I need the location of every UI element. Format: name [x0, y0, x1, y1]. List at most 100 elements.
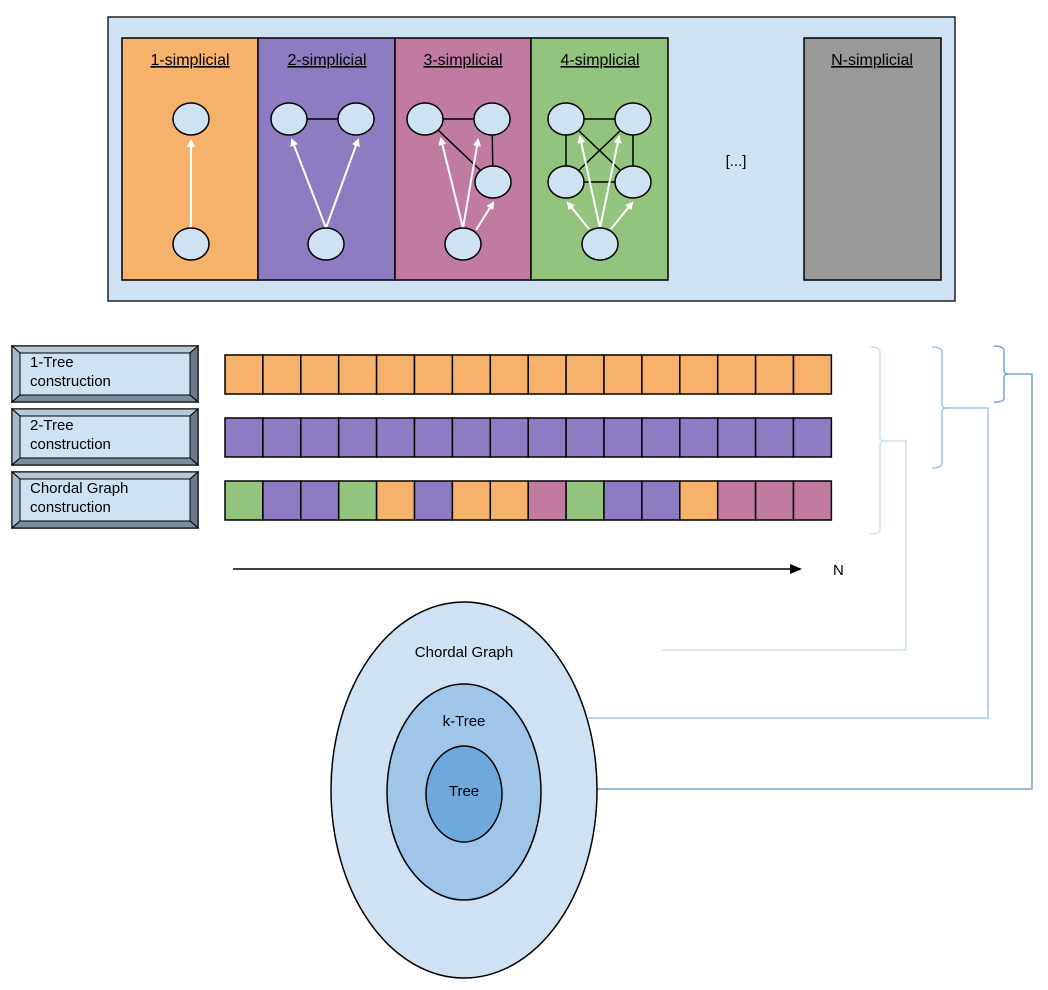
sequence-cell-orange: [224, 354, 264, 395]
sequence-cell-orange: [641, 354, 681, 395]
sequence-cell-orange: [679, 480, 719, 521]
sequence-cell-orange: [300, 354, 340, 395]
ellipsis-text: [...]: [726, 153, 747, 170]
axis-label: N: [833, 562, 844, 579]
sequence-cell-purple: [754, 417, 795, 458]
sequence-cell-purple: [224, 417, 264, 458]
graph-node: [581, 227, 619, 261]
simplicial-panel: 1-simplicial 2-simplicial 3-simplicial: [107, 16, 956, 302]
bevel-right: [189, 407, 199, 467]
graph-node: [614, 102, 652, 136]
edge-arrow: [577, 135, 601, 229]
sequence-cell-purple: [792, 417, 833, 458]
sequence-cell-orange: [527, 354, 567, 395]
brackets: [565, 345, 1033, 790]
simplicial-box-label: 4-simplicial: [560, 52, 639, 69]
sequence-cell-orange: [451, 354, 492, 395]
construction-label-line1: Chordal Graph: [30, 480, 128, 497]
sequence-cell-pink: [716, 480, 757, 521]
sequence-cell-purple: [337, 417, 378, 458]
sequence-cell-purple: [375, 417, 416, 458]
edge-arrow: [438, 137, 464, 229]
sequence-cell-purple: [262, 480, 302, 521]
set-tree: [425, 745, 503, 843]
connector-ktree: [588, 407, 989, 719]
bevel-left: [11, 407, 21, 467]
graph-node: [406, 102, 444, 136]
graph-node: [444, 227, 482, 261]
simplicial-box-n: N-simplicial: [803, 37, 942, 281]
graph-node: [474, 165, 512, 199]
sequence-cell-purple: [413, 417, 454, 458]
construction-label-box[interactable]: Chordal Graph construction: [10, 470, 200, 530]
sequence-cell-purple: [300, 417, 340, 458]
edge: [437, 129, 481, 171]
graph-node: [547, 102, 585, 136]
construction-label-line2: construction: [30, 373, 111, 390]
sequence-cell-purple: [489, 417, 529, 458]
sequence-cell-pink: [527, 480, 567, 521]
edge-arrow: [599, 135, 622, 229]
graph-node: [172, 102, 210, 136]
simplicial-box-label: 1-simplicial: [150, 52, 229, 69]
sequence-cell-purple: [603, 480, 643, 521]
bevel-top: [10, 471, 200, 480]
bevel-top: [10, 408, 200, 417]
label-face: [19, 415, 191, 459]
sequence-cell-pink: [754, 480, 795, 521]
simplicial-box-bg: [803, 37, 942, 281]
sequence-cell-purple: [527, 417, 567, 458]
sequence-cell-purple: [603, 417, 643, 458]
sequence-cell-orange: [489, 354, 529, 395]
edge-arrow: [290, 138, 327, 229]
graph-node: [172, 227, 210, 261]
n-axis: N: [233, 562, 844, 579]
graph-node: [473, 102, 511, 136]
sequence-cell-pink: [792, 480, 833, 521]
construction-label-line2: construction: [30, 499, 111, 516]
sequence-cell-orange: [375, 354, 416, 395]
construction-label-line2: construction: [30, 436, 111, 453]
sequence-cell-orange: [754, 354, 795, 395]
sequence-cell-green: [337, 480, 378, 521]
construction-rows: 1-Treeconstruction2-TreeconstructionChor…: [10, 344, 833, 530]
sequence-cell-orange: [565, 354, 605, 395]
bracket-chordal: [869, 346, 886, 535]
label-face: [19, 352, 191, 396]
sequence-cell-purple: [716, 417, 757, 458]
bevel-right: [189, 344, 199, 404]
sequence-cell-purple: [451, 417, 492, 458]
graph-node: [337, 102, 375, 136]
edge-arrow: [566, 201, 590, 230]
simplicial-box-3: 3-simplicial: [394, 37, 532, 281]
sequence-cell-orange: [262, 354, 302, 395]
construction-label-box[interactable]: 1-Tree construction: [10, 344, 200, 404]
simplicial-box-label: N-simplicial: [831, 52, 913, 69]
construction-label-line1: 1-Tree: [30, 354, 74, 371]
edge-arrow: [610, 201, 634, 230]
sequence-cell-orange: [375, 480, 416, 521]
sequence-cell-orange: [489, 480, 529, 521]
bevel-left: [11, 344, 21, 404]
graph-node: [614, 165, 652, 199]
bevel-top: [10, 345, 200, 354]
construction-row: Chordal Graph construction: [10, 470, 833, 530]
edge-arrow: [325, 138, 360, 229]
edge-arrow: [475, 201, 495, 231]
sequence-cell-purple: [641, 417, 681, 458]
sequence-cell-purple: [679, 417, 719, 458]
simplicial-box-label: 3-simplicial: [423, 52, 502, 69]
graph-node: [270, 102, 308, 136]
sequence-cell-purple: [413, 480, 454, 521]
connector-chordal: [662, 440, 907, 651]
sequence-cell-purple: [300, 480, 340, 521]
edge-arrow: [462, 138, 481, 229]
construction-row: 1-Tree construction: [10, 344, 833, 404]
bracket-ktree: [931, 346, 948, 469]
graph-node: [307, 227, 345, 261]
set-label-k-tree: k-Tree: [443, 713, 486, 730]
simplicial-box-1: 1-simplicial: [121, 37, 259, 281]
